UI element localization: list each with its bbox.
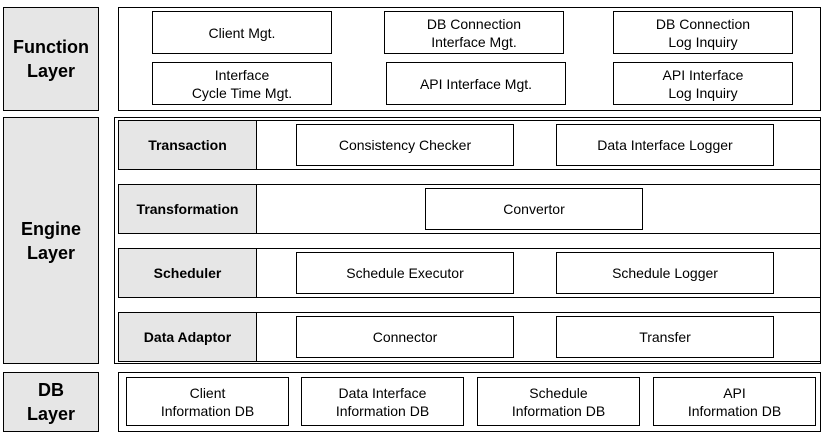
- api-information-db-box: API Information DB: [653, 377, 816, 426]
- schedule-logger-box: Schedule Logger: [556, 252, 774, 294]
- interface-cycle-time-mgt-box: Interface Cycle Time Mgt.: [152, 62, 332, 105]
- db-layer-label: DB Layer: [3, 372, 99, 432]
- transaction-label: Transaction: [119, 121, 257, 169]
- client-mgt-box: Client Mgt.: [152, 11, 332, 54]
- db-connection-interface-mgt-box: DB Connection Interface Mgt.: [384, 11, 564, 54]
- api-interface-log-inquiry-box: API Interface Log Inquiry: [613, 62, 793, 105]
- data-adaptor-label: Data Adaptor: [119, 313, 257, 361]
- data-interface-logger-box: Data Interface Logger: [556, 124, 774, 166]
- connector-box: Connector: [296, 316, 514, 358]
- api-interface-mgt-box: API Interface Mgt.: [386, 62, 566, 105]
- convertor-box: Convertor: [425, 188, 643, 230]
- function-layer-label: Function Layer: [3, 7, 99, 111]
- db-connection-log-inquiry-box: DB Connection Log Inquiry: [613, 11, 793, 54]
- engine-layer-label: Engine Layer: [3, 117, 99, 364]
- client-information-db-box: Client Information DB: [126, 377, 289, 426]
- consistency-checker-box: Consistency Checker: [296, 124, 514, 166]
- data-interface-information-db-box: Data Interface Information DB: [301, 377, 464, 426]
- schedule-executor-box: Schedule Executor: [296, 252, 514, 294]
- transfer-box: Transfer: [556, 316, 774, 358]
- scheduler-label: Scheduler: [119, 249, 257, 297]
- schedule-information-db-box: Schedule Information DB: [477, 377, 640, 426]
- transformation-label: Transformation: [119, 185, 257, 233]
